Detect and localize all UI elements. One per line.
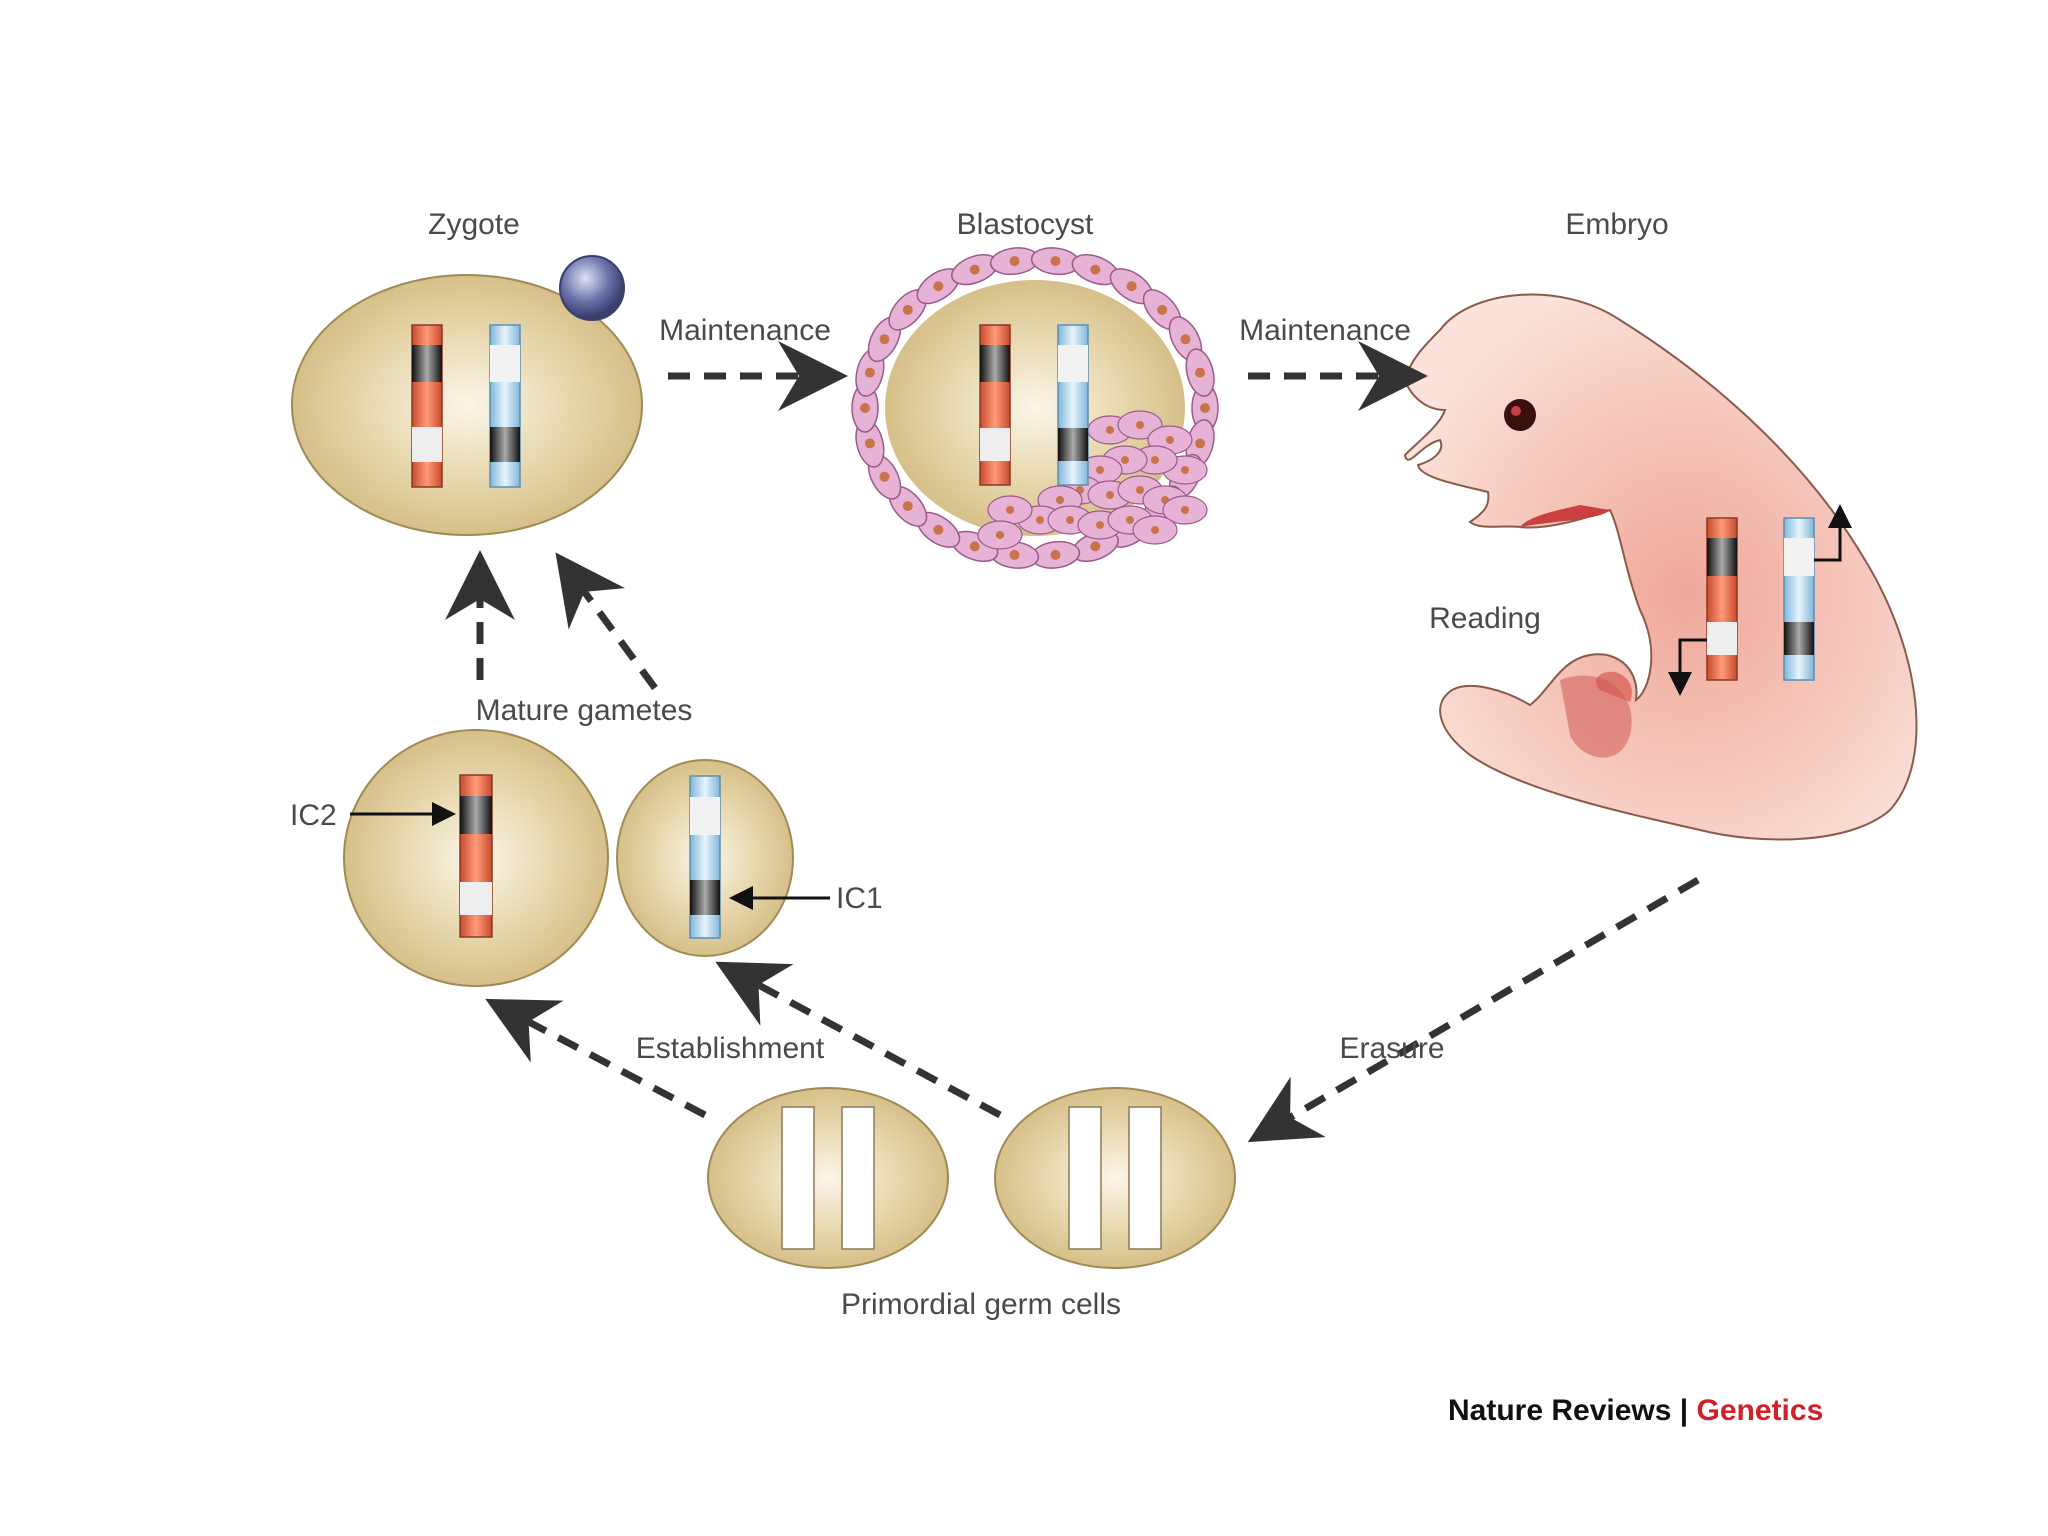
cell-nucleus bbox=[864, 438, 875, 449]
cell-nucleus bbox=[1126, 516, 1134, 524]
embryo bbox=[1403, 293, 1918, 841]
credit-separator: | bbox=[1679, 1394, 1689, 1427]
zygote-cell bbox=[291, 255, 643, 536]
cell-nucleus bbox=[996, 531, 1004, 539]
blastocyst-paternal-chromosome bbox=[1057, 324, 1089, 486]
cell-nucleus bbox=[860, 403, 870, 413]
cell-nucleus bbox=[1181, 506, 1189, 514]
cell-nucleus bbox=[1181, 466, 1189, 474]
primordial-germ-cell-1 bbox=[707, 1087, 949, 1269]
cell-nucleus bbox=[1166, 436, 1174, 444]
blastocyst-cell bbox=[851, 247, 1219, 569]
unmarked-chromosome bbox=[781, 1106, 815, 1250]
zygote-label: Zygote bbox=[428, 208, 520, 241]
unmarked-chromosome bbox=[1128, 1106, 1162, 1250]
establishment-arrow-1 bbox=[485, 998, 707, 1119]
trophectoderm-ring bbox=[851, 247, 1219, 569]
erasure-label: Erasure bbox=[1339, 1032, 1444, 1065]
cell-nucleus bbox=[879, 471, 890, 482]
expression-arrow-up-icon bbox=[1814, 504, 1852, 562]
zygote-maternal-chromosome bbox=[411, 324, 443, 488]
inner-cell-mass bbox=[977, 410, 1208, 550]
cell-nucleus bbox=[1195, 438, 1206, 449]
cell-nucleus bbox=[1121, 456, 1129, 464]
embryo-mouth bbox=[1520, 505, 1610, 527]
mature-gametes-label: Mature gametes bbox=[476, 694, 693, 727]
maintenance-label-1: Maintenance bbox=[659, 314, 831, 347]
cell-nucleus bbox=[969, 541, 980, 552]
journal-name: Genetics bbox=[1696, 1394, 1824, 1427]
primordial-germ-cells-label: Primordial germ cells bbox=[841, 1288, 1121, 1321]
unmarked-chromosome bbox=[1068, 1106, 1102, 1250]
cell-nucleus bbox=[1009, 549, 1020, 560]
ic2-label: IC2 bbox=[290, 799, 337, 832]
cell-nucleus bbox=[1195, 367, 1206, 378]
cell-nucleus bbox=[1066, 516, 1074, 524]
cell-nucleus bbox=[1090, 541, 1101, 552]
embryo-maternal-chromosome bbox=[1706, 517, 1738, 681]
cell-nucleus bbox=[1056, 496, 1064, 504]
cell-nucleus bbox=[1090, 264, 1101, 275]
cell-nucleus bbox=[1180, 334, 1191, 345]
cell-nucleus bbox=[902, 501, 913, 512]
cell-nucleus bbox=[1136, 486, 1144, 494]
cell-nucleus bbox=[864, 367, 875, 378]
cell-nucleus bbox=[1151, 456, 1159, 464]
zygote-paternal-chromosome bbox=[489, 324, 521, 488]
oocyte-maternal-chromosome bbox=[459, 774, 493, 938]
sperm-paternal-chromosome bbox=[689, 775, 721, 939]
cell-nucleus bbox=[1157, 304, 1168, 315]
publisher-name: Nature Reviews bbox=[1448, 1394, 1672, 1427]
cell-nucleus bbox=[933, 524, 944, 535]
oocyte-cell bbox=[343, 729, 609, 987]
cell-nucleus bbox=[1006, 506, 1014, 514]
sperm-cell bbox=[616, 759, 794, 957]
blastocyst-maternal-chromosome bbox=[979, 324, 1011, 486]
embryo-eye bbox=[1504, 399, 1536, 431]
embryo-body bbox=[1403, 293, 1918, 841]
gamete-to-zygote-arrow-2 bbox=[555, 552, 658, 691]
cell-nucleus bbox=[1126, 281, 1137, 292]
cell-nucleus bbox=[879, 334, 890, 345]
cell-nucleus bbox=[1036, 516, 1044, 524]
expression-arrow-down-icon bbox=[1668, 638, 1707, 696]
cell-nucleus bbox=[1096, 466, 1104, 474]
cell-nucleus bbox=[902, 304, 913, 315]
establishment-arrow-2 bbox=[715, 961, 1002, 1119]
primordial-germ-cell-2 bbox=[994, 1087, 1236, 1269]
maintenance-label-2: Maintenance bbox=[1239, 314, 1411, 347]
cell-nucleus bbox=[1136, 421, 1144, 429]
cell-nucleus bbox=[1106, 426, 1114, 434]
erasure-arrow bbox=[1247, 876, 1700, 1143]
cell-nucleus bbox=[1009, 256, 1020, 267]
cell-nucleus bbox=[1200, 403, 1210, 413]
establishment-label: Establishment bbox=[636, 1032, 825, 1065]
cell-nucleus bbox=[969, 264, 980, 275]
journal-credit: Nature Reviews | Genetics bbox=[1448, 1394, 1823, 1428]
embryo-paternal-chromosome bbox=[1783, 517, 1815, 681]
embryo-label: Embryo bbox=[1565, 208, 1668, 241]
cell-nucleus bbox=[1096, 521, 1104, 529]
cell-nucleus bbox=[1106, 491, 1114, 499]
cell-nucleus bbox=[1050, 256, 1061, 267]
unmarked-chromosome bbox=[841, 1106, 875, 1250]
polar-body bbox=[559, 255, 625, 321]
cell-nucleus bbox=[933, 281, 944, 292]
cell-nucleus bbox=[1151, 526, 1159, 534]
cell-nucleus bbox=[1050, 549, 1061, 560]
reading-label: Reading bbox=[1429, 602, 1541, 635]
ic1-label: IC1 bbox=[836, 882, 883, 915]
blastocyst-label: Blastocyst bbox=[957, 208, 1094, 241]
